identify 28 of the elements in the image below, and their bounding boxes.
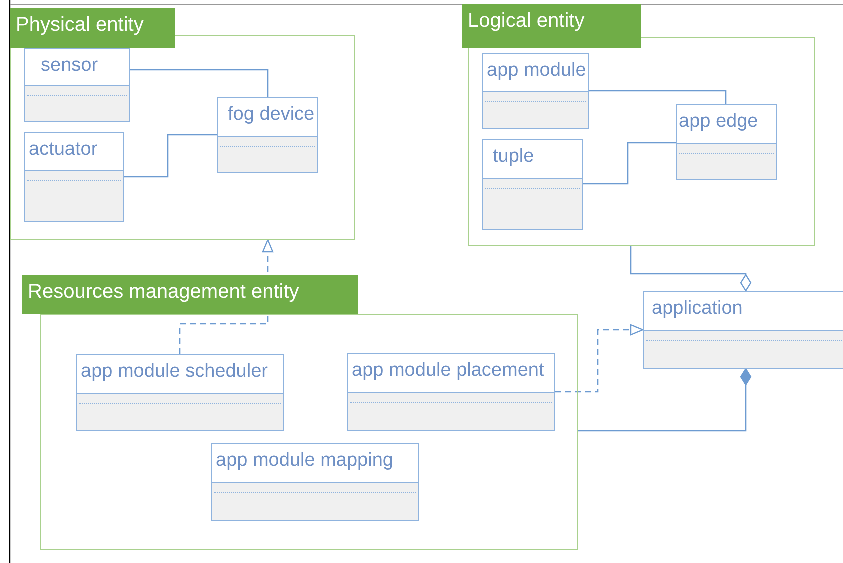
class-box	[24, 132, 124, 222]
class-name: app module placement	[352, 360, 544, 381]
class-name: app module scheduler	[81, 361, 268, 382]
class-box	[76, 354, 284, 431]
class-name: fog device	[228, 104, 315, 125]
class-box	[24, 48, 130, 122]
class-box	[482, 53, 589, 129]
class-name: actuator	[29, 139, 98, 160]
class-name: app module	[487, 60, 586, 81]
class-box	[676, 104, 777, 180]
class-box	[482, 139, 583, 230]
connector-line	[583, 142, 676, 185]
class-name: sensor	[41, 55, 98, 76]
class-name: app module mapping	[216, 450, 394, 471]
class-box	[217, 97, 318, 173]
class-name: app edge	[679, 111, 758, 132]
class-name: application	[652, 298, 743, 319]
connector-line	[589, 90, 727, 104]
class-name: tuple	[493, 146, 534, 167]
connector-line	[124, 134, 217, 178]
package-label: Physical entity	[10, 8, 175, 48]
class-box	[643, 291, 843, 369]
package-label: Logical entity	[462, 4, 641, 48]
class-box	[347, 353, 555, 431]
connector-line	[130, 69, 269, 97]
class-box	[211, 443, 419, 521]
arrow	[555, 324, 644, 393]
package-label: Resources management entity	[22, 275, 358, 314]
